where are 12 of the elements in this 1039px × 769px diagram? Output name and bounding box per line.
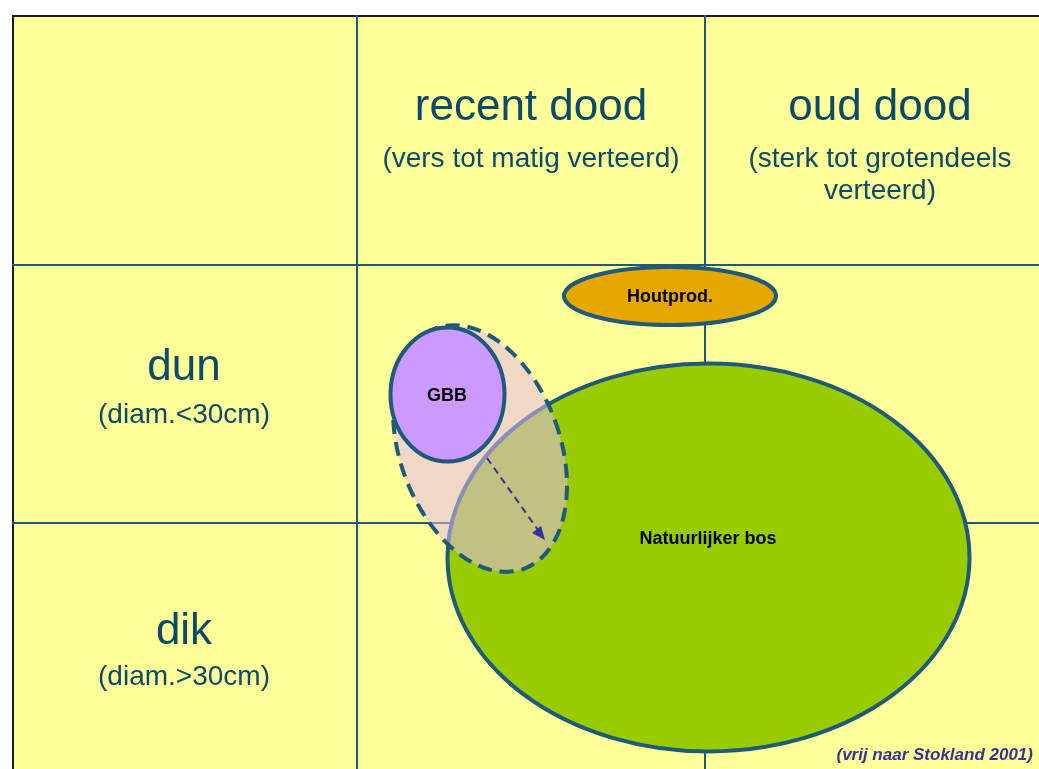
source-caption: (vrij naar Stokland 2001): [836, 745, 1033, 765]
column-subheading: (sterk tot grotendeels verteerd): [747, 142, 1013, 207]
row-heading: dun: [146, 340, 222, 391]
ellipse-label: Houtprod.: [627, 285, 713, 307]
row-subheading: (diam.>30cm): [97, 660, 271, 693]
ellipse-label: GBB: [427, 384, 467, 406]
column-heading: oud dood: [787, 80, 973, 131]
row-heading: dik: [154, 604, 214, 655]
row-subheading: (diam.<30cm): [97, 398, 271, 431]
column-subheading: (vers tot matig verteerd): [381, 142, 681, 175]
column-heading: recent dood: [413, 80, 649, 131]
ellipse-label: Natuurlijker bos: [639, 527, 777, 549]
